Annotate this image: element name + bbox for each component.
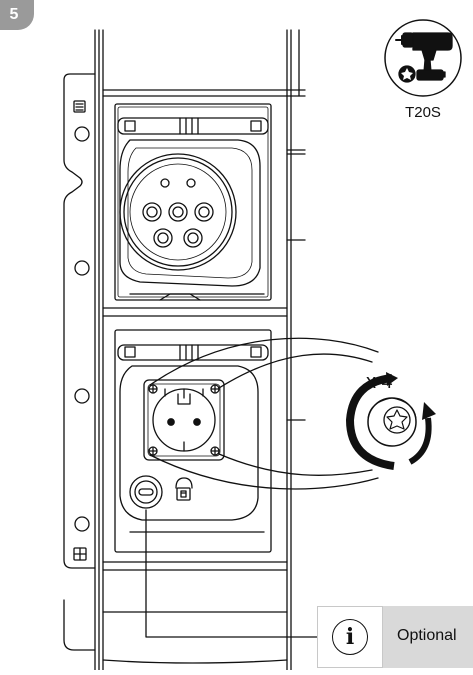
tool-bit-label: T20S (405, 104, 441, 121)
lock-icon (176, 487, 191, 501)
info-icon: i (332, 619, 368, 655)
optional-label: Optional (397, 627, 457, 644)
cordless-screwdriver-icon (384, 19, 462, 97)
mount-hole-4 (74, 516, 90, 532)
schuko-socket-panel (114, 329, 272, 553)
key-switch (129, 475, 163, 509)
corner-screws (148, 384, 220, 456)
optional-note: i Optional (317, 606, 473, 668)
info-icon-glyph: i (345, 624, 355, 650)
mount-hole-2 (74, 260, 90, 276)
type2-socket (114, 103, 272, 301)
screw-count-label: x 4 (366, 371, 393, 393)
zoom-callout-lines (149, 337, 379, 490)
optional-pointer-line (145, 509, 319, 638)
housing-outline (63, 29, 306, 671)
step-number: 5 (9, 6, 19, 23)
step-number-badge: 5 (0, 0, 34, 30)
optional-note-label-cell: Optional (383, 606, 473, 668)
optional-note-icon-cell: i (317, 606, 383, 668)
mount-hole-3 (74, 388, 90, 404)
mount-hole-1 (74, 126, 90, 142)
magnified-screw (346, 372, 436, 470)
